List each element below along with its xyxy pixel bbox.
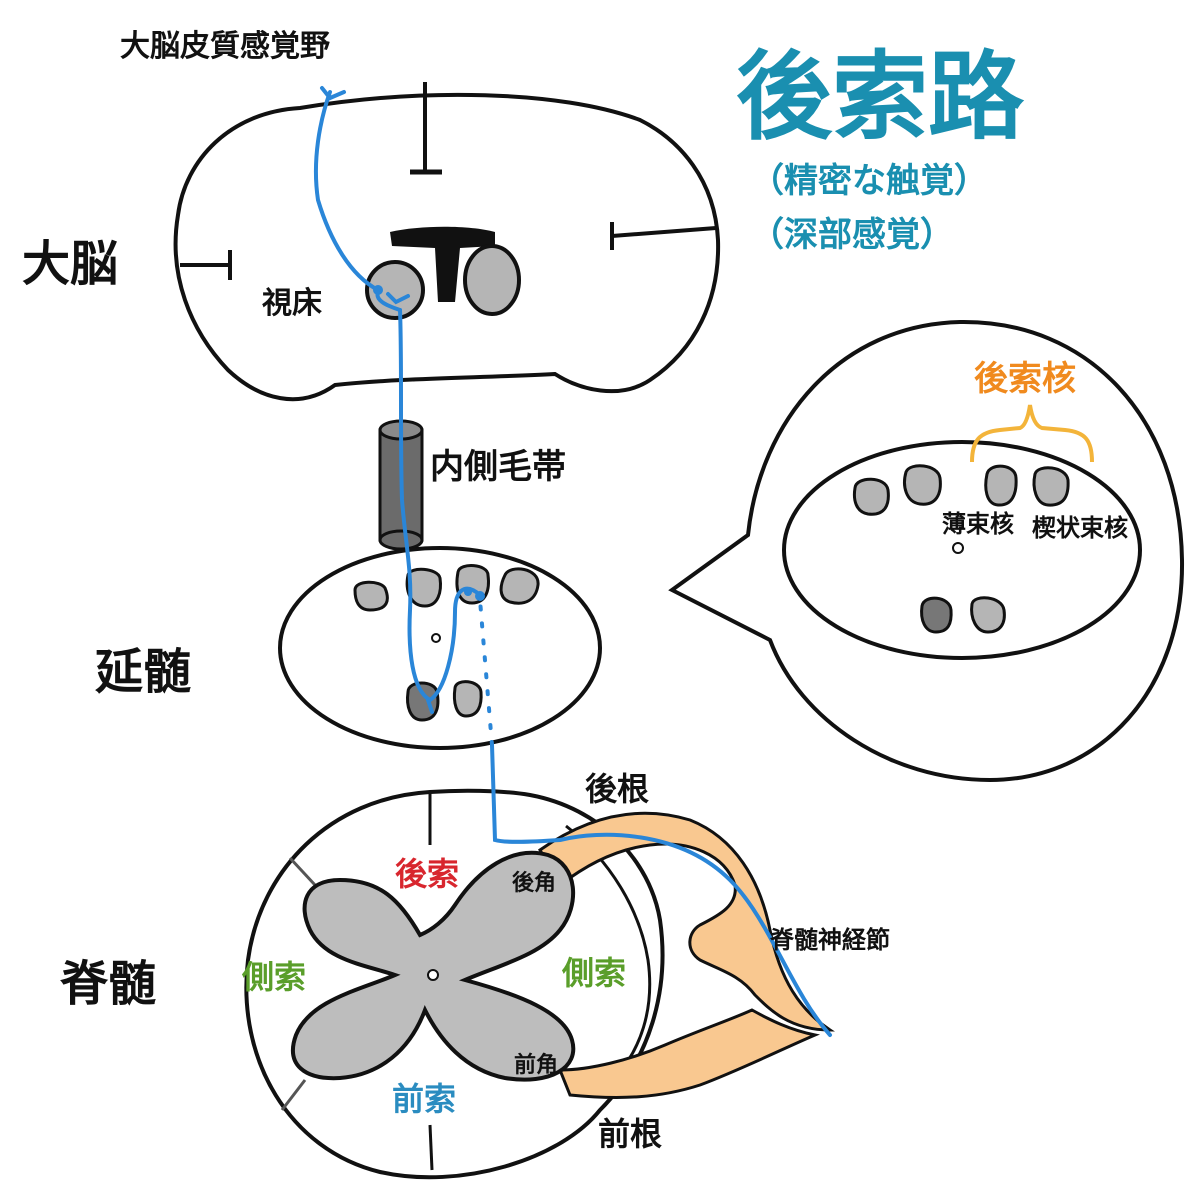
thalamus-left: [365, 260, 425, 320]
bubble-nucleus-2: [903, 464, 942, 506]
label-ventral-horn: 前角: [514, 1052, 558, 1078]
pathway-first-order: [490, 743, 832, 1037]
label-dorsal-root-ganglion: 脊髄神経節: [769, 926, 890, 954]
medulla-nucleus-5: [406, 681, 440, 722]
bubble-nucleus-6: [970, 596, 1006, 634]
medulla-synapse-dot-2: [464, 588, 472, 596]
label-dorsal-column-nuclei: 後索核: [974, 359, 1076, 399]
pathway-cortex-terminal: [320, 86, 346, 101]
sensory-pathway: [313, 86, 832, 1037]
spinal-central-canal: [427, 969, 439, 981]
medulla-zoom-bubble: [668, 319, 1185, 783]
left-boundary-lower: [280, 1079, 307, 1111]
left-boundary-upper: [288, 856, 317, 887]
label-dorsal-horn: 後角: [512, 870, 556, 896]
label-cortex: 大脳皮質感覚野: [120, 29, 330, 64]
dorsal-column-nuclei-bracket: [970, 404, 1094, 463]
pathway-third-order: [313, 90, 380, 292]
label-medulla: 延髄: [95, 644, 191, 700]
bubble-nucleus-cuneate: [1032, 466, 1070, 507]
page-title: 後索路: [736, 41, 1025, 153]
label-thalamus: 視床: [262, 286, 322, 321]
subtitle-deep-sensation: （深部感覚）: [750, 215, 954, 255]
subtitle-fine-touch: （精密な触覚）: [750, 161, 988, 201]
right-sulcus: [611, 226, 717, 238]
label-medial-lemniscus: 内側毛帯: [430, 447, 566, 487]
spinal-cord-section: [244, 788, 835, 1180]
medulla-nucleus-1: [353, 580, 389, 612]
pathway-medulla-terminal: [426, 698, 434, 714]
medulla-nucleus-4: [499, 567, 540, 605]
label-dorsal-root: 後根: [585, 770, 649, 808]
label-spinal-cord: 脊髄: [60, 956, 156, 1012]
bubble-nucleus-gracile: [984, 464, 1018, 507]
label-lateral-column-right: 側索: [561, 954, 626, 992]
dorsal-root: [538, 811, 835, 1032]
ventral-root: [557, 1008, 821, 1100]
label-gracile-nucleus: 薄束核: [942, 510, 1014, 538]
gray-matter: [290, 850, 576, 1082]
thalamus-right: [463, 244, 521, 316]
bubble-central-canal: [952, 542, 964, 554]
ventricle-shape: [390, 226, 495, 302]
bubble-nucleus-1: [852, 477, 890, 516]
pathway-thalamus-terminal: [386, 292, 410, 305]
label-cuneate-nucleus: 楔状束核: [1032, 514, 1128, 542]
label-ventral-root: 前根: [598, 1115, 662, 1153]
medulla-nucleus-6: [452, 680, 483, 718]
label-cerebrum: 大脳: [22, 236, 118, 292]
bubble-nucleus-5: [920, 596, 953, 634]
medulla-central-canal: [431, 633, 441, 643]
ventral-median-fissure: [428, 1124, 434, 1171]
pathway-first-order-dotted: [478, 598, 494, 747]
medulla-synapse-dot: [475, 591, 485, 601]
pathway-second-order: [398, 308, 432, 702]
cerebrum-section: [173, 82, 721, 402]
label-lateral-column-left: 側索: [241, 958, 306, 996]
label-dorsal-column: 後索: [395, 855, 459, 893]
medulla-section: [278, 546, 602, 750]
thalamus-synapse-dot: [373, 285, 383, 295]
label-ventral-column: 前索: [392, 1080, 456, 1118]
